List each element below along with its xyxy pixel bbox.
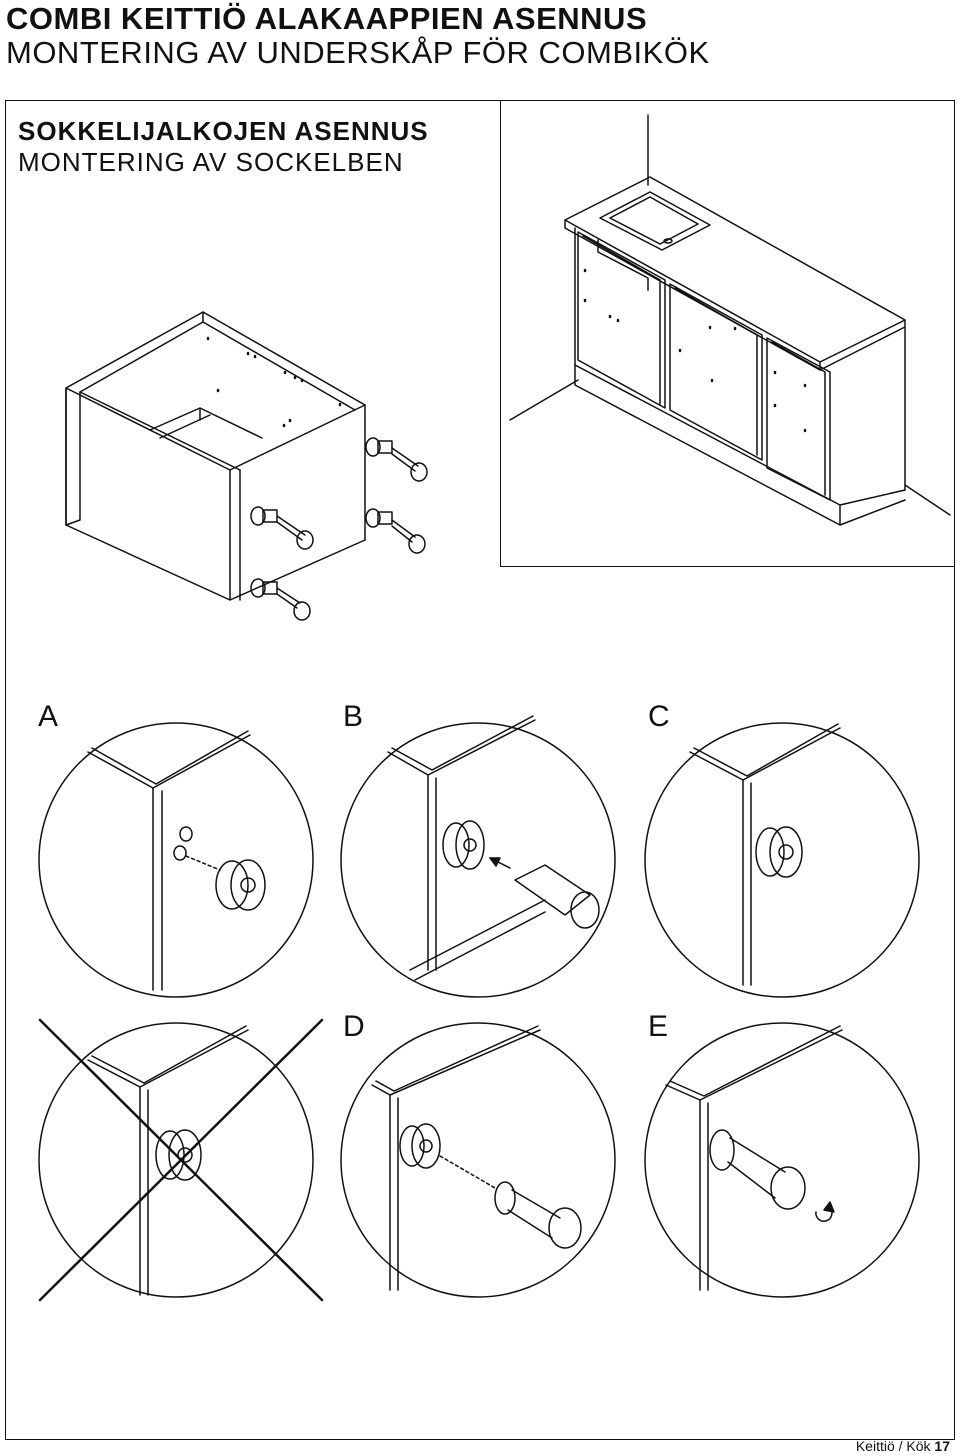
instruction-frame <box>5 100 955 1440</box>
step-wrong-detail <box>38 1018 324 1302</box>
step-a-detail <box>38 722 314 998</box>
page-number: 17 <box>934 1438 950 1454</box>
step-label-e: E <box>648 1010 669 1043</box>
section-title-sv: MONTERING AV SOCKELBEN <box>18 147 404 177</box>
step-b-detail <box>340 715 616 998</box>
kitchen-overview-illustration <box>509 114 951 526</box>
step-label-c: C <box>648 700 670 733</box>
page-footer: Keittiö / Kök 17 <box>856 1438 950 1454</box>
cabinet-illustration <box>65 311 428 621</box>
section-title-fi: SOKKELIJALKOJEN ASENNUS <box>18 116 429 146</box>
kitchen-overview-inset <box>500 100 955 567</box>
page-title-fi: COMBI KEITTIÖ ALAKAAPPIEN ASENNUS <box>6 1 648 36</box>
step-label-a: A <box>38 700 59 733</box>
step-c-detail <box>644 722 920 998</box>
step-label-b: B <box>343 700 364 733</box>
page-title-sv: MONTERING AV UNDERSKÅP FÖR COMBIKÖK <box>6 35 710 70</box>
footer-text: Keittiö / Kök <box>855 1438 931 1454</box>
step-label-d: D <box>343 1010 365 1043</box>
step-d-detail <box>340 1022 616 1298</box>
step-e-detail <box>644 1022 920 1298</box>
